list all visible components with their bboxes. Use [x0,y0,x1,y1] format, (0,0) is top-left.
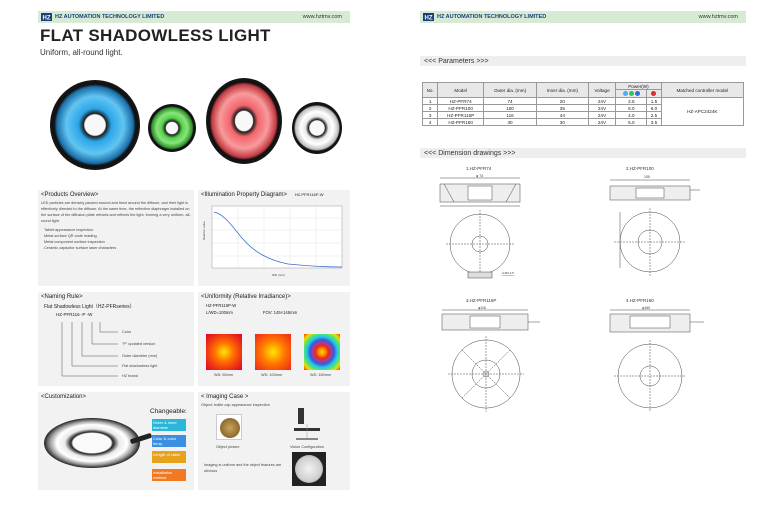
svg-text:φ160: φ160 [642,306,650,310]
object-picture [216,414,242,440]
products-overview-section: <Products Overview> LED particles are de… [38,190,194,286]
left-page: HZ HZ AUTOMATION TECHNOLOGY LIMITED www.… [38,11,350,490]
section-heading: <Illumination Property Diagram> HZ-PFR11… [201,192,324,198]
bullet-item: Metal component surface inspection [44,240,105,244]
parameters-heading: <<< Parameters >>> [420,56,746,66]
green-ring-light [148,104,196,152]
illumination-chart: Relative value WD (mm) [202,205,343,277]
website-url: www.hztmv.com [302,14,342,20]
vision-config-diagram [294,408,320,440]
imaging-case-section: < Imaging Case > Object: bottle cap appe… [198,392,350,490]
company-name: HZ AUTOMATION TECHNOLOGY LIMITED [437,14,547,20]
page-header: HZ HZ AUTOMATION TECHNOLOGY LIMITED www.… [38,11,350,23]
company-logo-icon: HZ [40,13,52,22]
naming-diagram [61,322,118,377]
section-heading: <Products Overview> [41,192,99,198]
drawing-pfr100: 100 [609,175,700,276]
option-badge: Length of cable [152,451,186,463]
svg-text:4-M3 3.5: 4-M3 3.5 [502,271,514,275]
color-dots-rgb [615,89,648,98]
color-dot-red [646,89,662,98]
naming-code: HZ-PFR116 -P -W [56,312,93,317]
svg-text:100: 100 [644,175,650,179]
white-ring-light [292,102,342,154]
bullet-item: Tablet appearance inspection [44,228,94,232]
page-subtitle: Uniform, all-round light. [40,48,123,57]
drawing-label: 1.HZ-PFR74 [466,166,492,171]
svg-text:φ 74: φ 74 [476,174,483,178]
drawing-pfr116p: φ116 [441,306,540,412]
section-heading: <Customization> [41,394,87,400]
drawing-label: 3.HZ-PFR116P [466,298,497,303]
product-photos [40,72,350,182]
overview-text: LED particles are densely packed around … [41,201,191,223]
drawing-label: 4.HZ-PFR160 [626,298,654,303]
svg-text:Relative value: Relative value [202,221,206,240]
bullet-item: Metal surface QR code reading [44,234,97,238]
svg-text:HZ: HZ [42,16,50,22]
dimensions-heading: <<< Dimension drawings >>> [420,148,746,158]
parameters-table: No. Model Outer dia. (mm) Inner dia. (mm… [421,82,745,126]
heatmap-3 [304,334,340,370]
option-badge: Color & color temp. [152,435,186,447]
result-image [292,452,326,486]
section-heading: <Uniformity (Relative Irradiance)> [201,294,291,300]
page-title: FLAT SHADOWLESS LIGHT [40,26,271,45]
illumination-section: <Illumination Property Diagram> HZ-PFR11… [198,190,350,286]
company-name: HZ AUTOMATION TECHNOLOGY LIMITED [55,14,165,20]
naming-rule-section: <Naming Rule> Flat Shadowless Light（HZ-P… [38,292,194,386]
option-badge: Outer & inner diameter [152,419,186,431]
heatmap-2 [255,334,291,370]
svg-text:HZ: HZ [424,16,432,22]
page-header: HZ HZ AUTOMATION TECHNOLOGY LIMITED www.… [420,11,746,23]
svg-text:WD (mm): WD (mm) [272,273,285,277]
svg-text:φ116: φ116 [478,306,486,310]
uniformity-section: <Uniformity (Relative Irradiance)> HZ-PF… [198,292,350,386]
heatmap-1 [206,334,242,370]
red-ring-light [206,78,282,164]
controller-model: HZ-APC2424K [660,97,745,126]
website-url: www.hztmv.com [698,14,738,20]
option-badge: Installation method [152,469,186,481]
company-logo-icon: HZ [422,13,434,22]
drawing-pfr74: φ 74 4-M3 3.5 [439,174,521,279]
blue-ring-light [50,80,140,170]
right-page: HZ HZ AUTOMATION TECHNOLOGY LIMITED www.… [384,0,768,525]
drawing-pfr160: φ160 [609,306,704,412]
series-name: Flat Shadowless Light（HZ-PFRseries） [44,304,135,310]
drawing-label: 2.HZ-PFR100 [626,166,654,171]
customization-section: <Customization> Changeable: Outer & inne… [38,392,194,490]
section-heading: <Naming Rule> [41,294,83,300]
product-render [44,418,140,468]
section-heading: < Imaging Case > [201,394,249,400]
bullet-item: Ceramic capacitor surface laser characte… [44,246,117,250]
